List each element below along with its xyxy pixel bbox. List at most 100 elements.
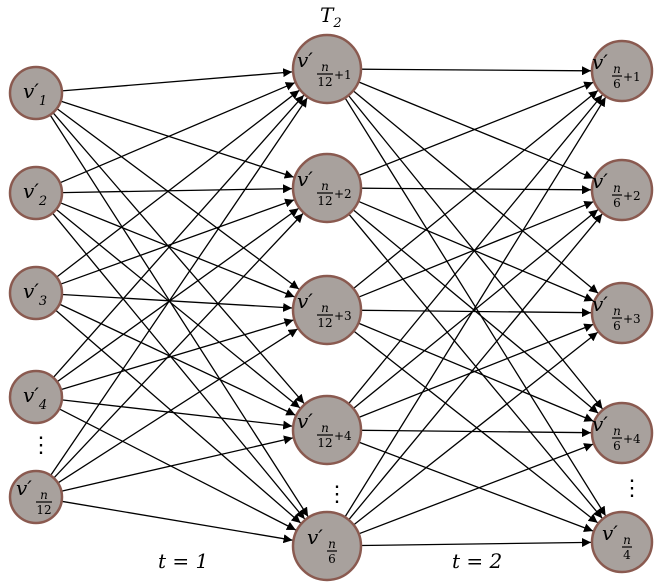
node-R3: v′n6+3: [590, 281, 654, 345]
edge-L4-M2: [56, 207, 299, 383]
node-base: v′: [592, 50, 608, 74]
edge-M4-R3: [358, 323, 594, 419]
diagram-title: T2: [320, 3, 342, 31]
node-suffix: +4: [334, 429, 352, 443]
frac-denominator: 12: [36, 503, 51, 517]
node-circle: [8, 369, 64, 425]
node-circle: [590, 39, 654, 103]
frac-denominator: 6: [328, 552, 336, 566]
node-circle: [291, 510, 363, 582]
node-label: v′4: [23, 383, 47, 413]
edge-L2-M2: [61, 184, 293, 194]
node-circle: [590, 281, 654, 345]
frac-numerator: n: [328, 537, 336, 551]
edge-L3-M4: [59, 303, 296, 416]
edge-L5-M4: [61, 435, 294, 492]
node-M4: v′n12+4: [291, 394, 363, 466]
node-circle: [8, 165, 64, 221]
node-R2: v′n6+2: [590, 158, 654, 222]
node-base: v′: [592, 292, 608, 316]
node-base: v′: [602, 521, 618, 545]
node-circle: [291, 274, 363, 346]
frac-numerator: n: [321, 179, 329, 193]
frac-denominator: 6: [613, 439, 621, 453]
node-R5: v′n4: [590, 510, 654, 574]
edge-L1-M1: [61, 68, 293, 92]
node-circle: [8, 65, 64, 121]
node-R1: v′ n6+1: [590, 39, 654, 103]
frac-numerator: n: [40, 488, 48, 502]
frac-numerator: n: [613, 424, 621, 438]
edge-L4-M3: [60, 318, 294, 391]
node-circle: [291, 33, 363, 105]
edge-L5-M2: [53, 213, 304, 479]
left-ellipsis: ⋮: [30, 433, 52, 458]
node-M3: v′n12+3: [291, 274, 363, 346]
node-suffix: +1: [623, 70, 641, 84]
edge-L3-M2: [60, 198, 295, 285]
edge-M3-R3: [360, 308, 592, 318]
node-label: v′2: [23, 179, 47, 209]
frac-denominator: 6: [613, 196, 621, 210]
edge-M4-R4: [360, 428, 592, 438]
frac-denominator: 12: [317, 75, 332, 89]
frac-denominator: 12: [317, 316, 332, 330]
node-base: v′: [297, 409, 313, 433]
edge-L5-M3: [57, 328, 298, 484]
edge-L2-M4: [55, 208, 301, 409]
edge-L1-M2: [60, 100, 294, 179]
edge-M5-R4: [358, 443, 594, 535]
edge-L5-M5: [61, 500, 293, 544]
edge-L4-M5: [58, 408, 297, 531]
right-ellipsis: ⋮: [621, 476, 643, 501]
time-label-t2: t = 2: [452, 549, 502, 573]
edge-M3-R1: [352, 89, 599, 290]
frac-numerator: n: [613, 181, 621, 195]
frac-denominator: 4: [623, 548, 631, 562]
edge-L2-M3: [59, 202, 295, 298]
node-label: v′3: [23, 279, 47, 309]
node-suffix: +2: [334, 187, 352, 201]
edge-L3-M1: [56, 89, 300, 278]
frac-numerator: n: [613, 304, 621, 318]
node-M2: v′n12+2: [291, 152, 363, 224]
node-suffix: +4: [623, 432, 641, 446]
edge-M3-R5: [353, 330, 599, 524]
node-base: v′: [297, 289, 313, 313]
node-suffix: +1: [334, 68, 352, 82]
edge-L3-M5: [55, 309, 302, 524]
edge-M5-R1: [344, 96, 607, 518]
frac-denominator: 6: [613, 77, 621, 91]
annotations-layer: T2 t = 1 t = 2 ⋮ ⋮ ⋮: [30, 3, 643, 573]
node-R4: v′n6+4: [590, 401, 654, 465]
node-circle: [590, 158, 654, 222]
frac-numerator: n: [321, 421, 329, 435]
frac-numerator: n: [321, 301, 329, 315]
node-label: v′1: [23, 79, 47, 109]
edges-layer: [49, 66, 607, 548]
node-circle: [8, 265, 64, 321]
edge-M2-R3: [358, 200, 594, 302]
node-circle: [590, 510, 654, 574]
edge-L1-M5: [49, 114, 309, 517]
edge-L4-M4: [61, 399, 293, 430]
edge-M4-R2: [352, 209, 599, 410]
edge-M4-R1: [348, 94, 603, 405]
edge-M4-R5: [358, 441, 594, 533]
node-suffix: +3: [623, 312, 641, 326]
edge-L2-M5: [51, 212, 306, 520]
edge-M1-R2: [358, 81, 594, 179]
edge-L1-M4: [52, 112, 305, 404]
node-L5: v′n12: [8, 469, 64, 525]
edge-L3-M3: [61, 293, 293, 312]
node-L4: v′4: [8, 369, 64, 425]
node-circle: [291, 152, 363, 224]
node-L3: v′3: [8, 265, 64, 321]
node-circle: [8, 469, 64, 525]
frac-numerator: n: [613, 62, 621, 76]
node-M5: v′n6: [291, 510, 363, 582]
node-circle: [590, 401, 654, 465]
node-circle: [291, 394, 363, 466]
